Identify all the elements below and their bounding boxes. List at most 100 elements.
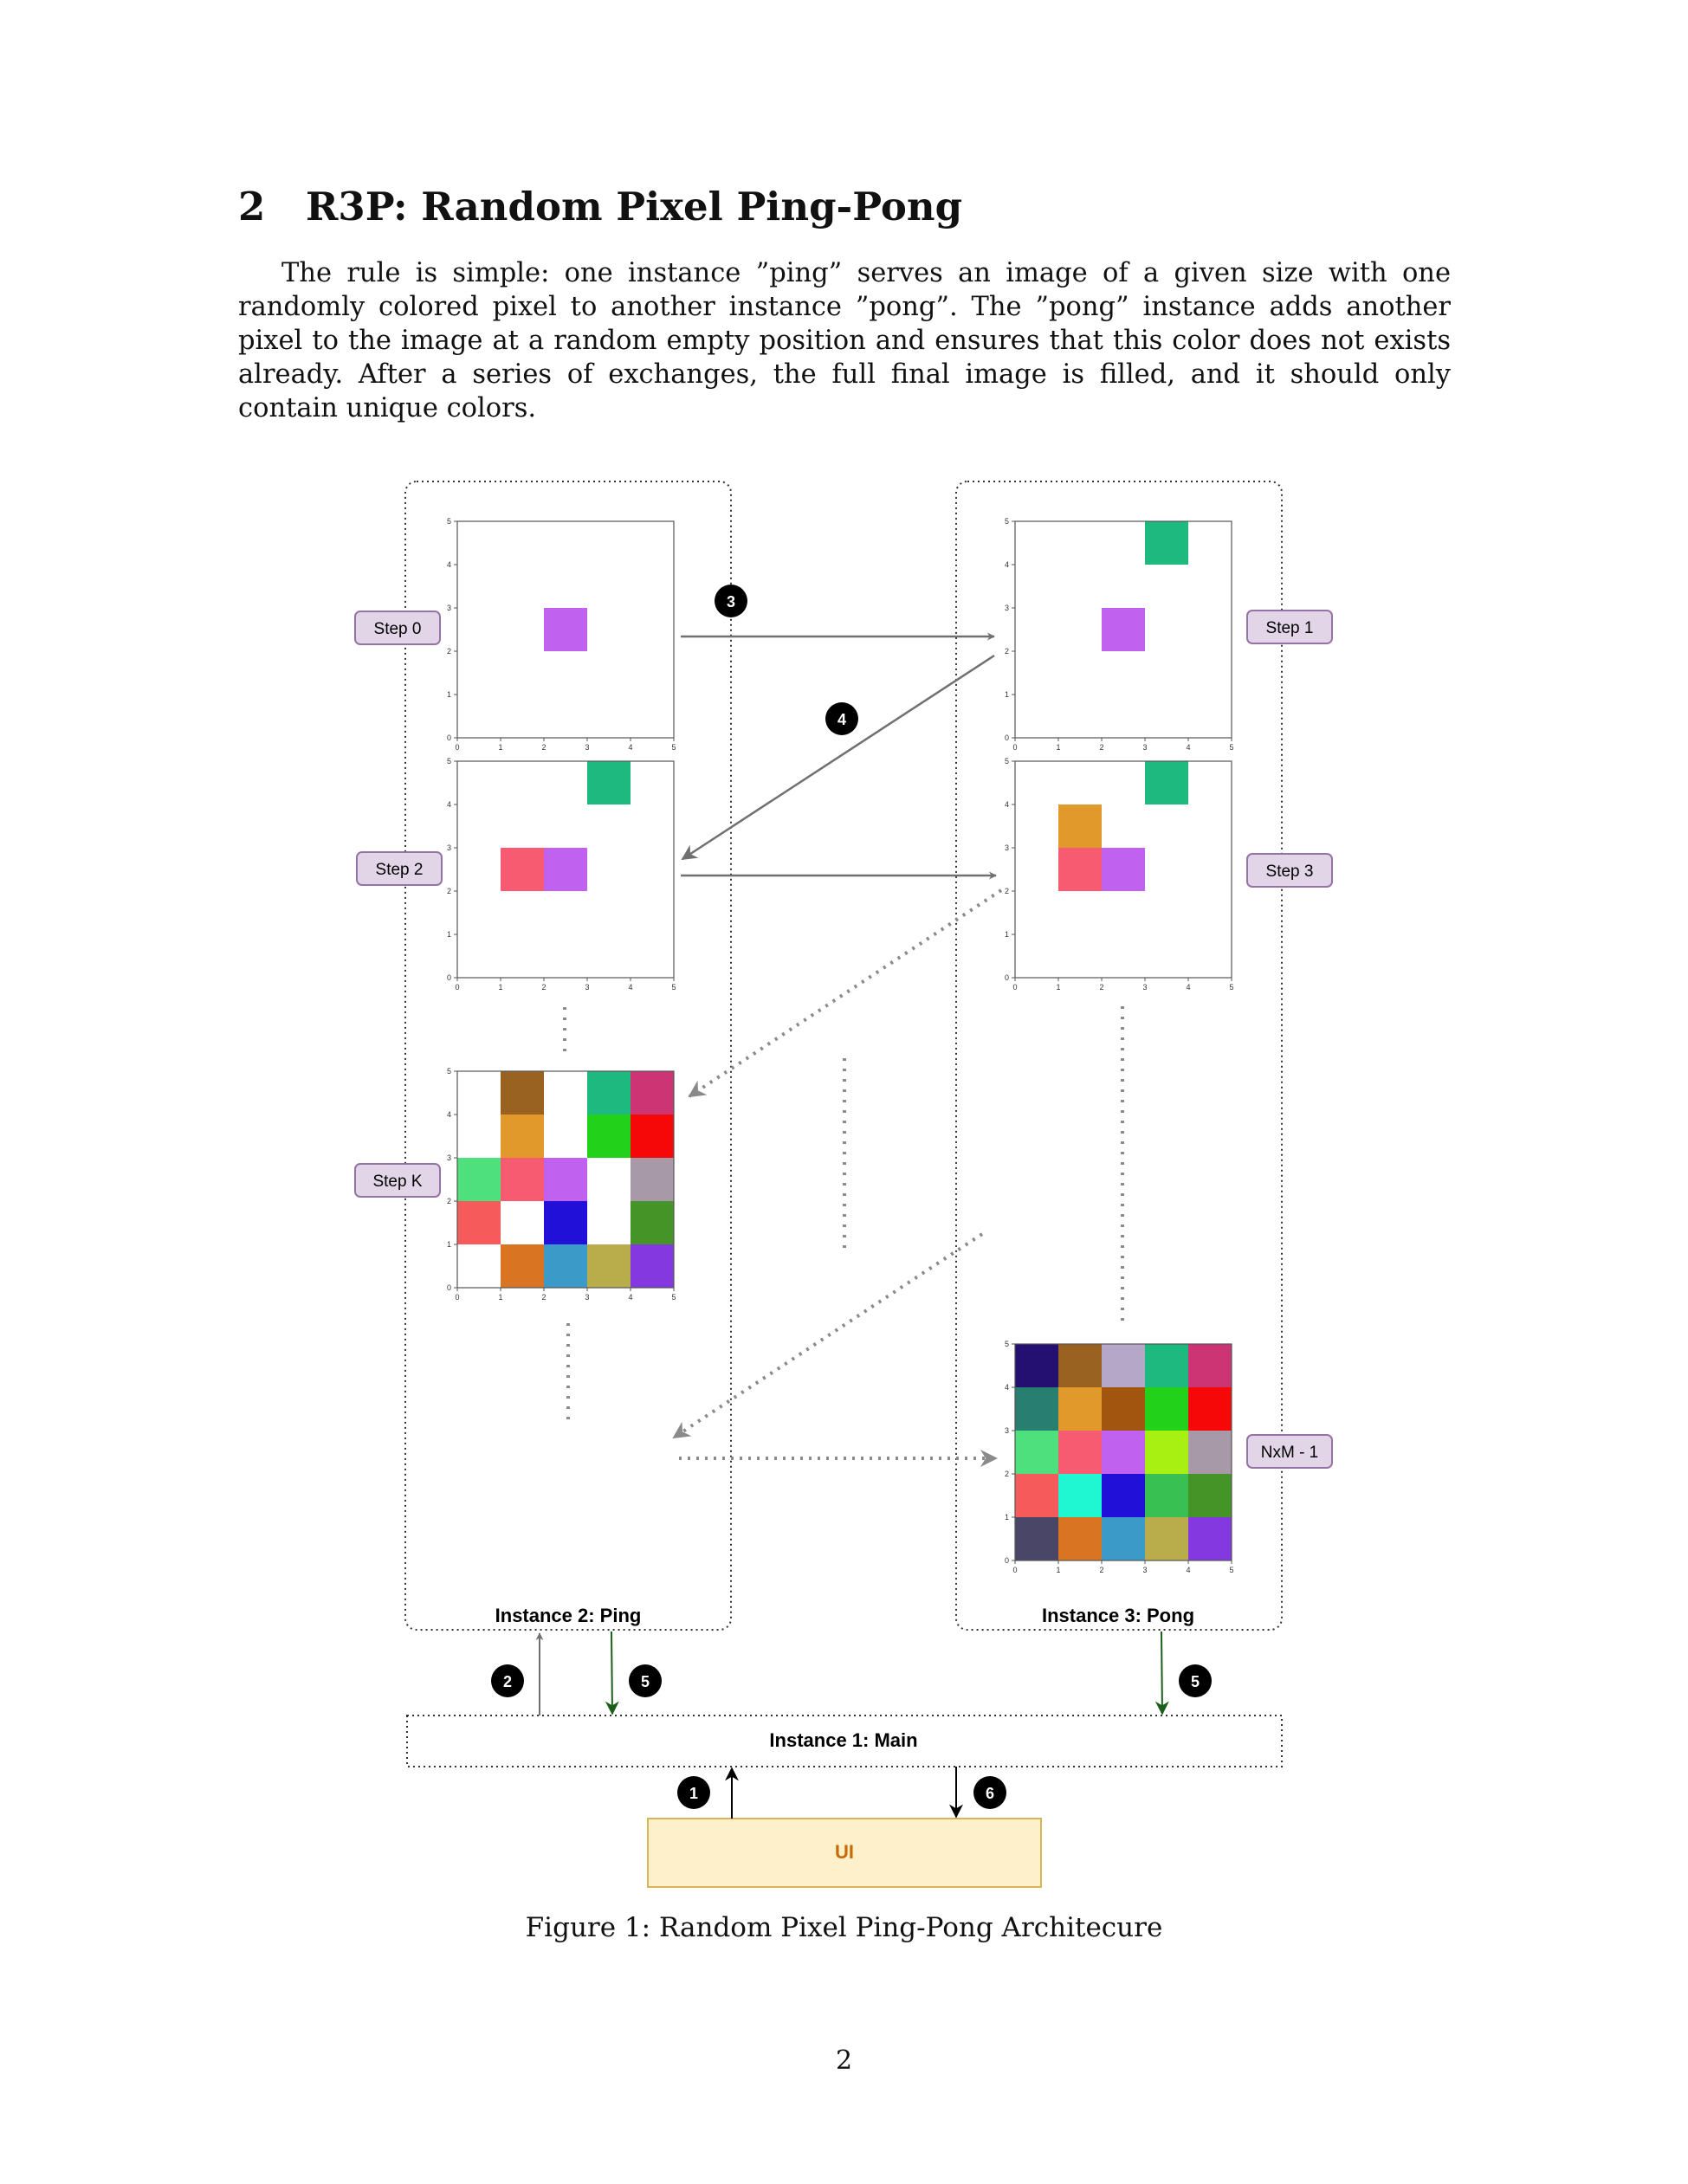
pixel-cell xyxy=(1145,1431,1188,1474)
pixel-cell xyxy=(1145,1344,1188,1387)
step-label-3-text: Step 3 xyxy=(1266,863,1314,881)
y-tick-label: 5 xyxy=(447,1067,451,1076)
y-tick-label: 3 xyxy=(447,604,451,612)
x-tick-label: 0 xyxy=(455,983,459,992)
x-tick-label: 4 xyxy=(1186,1566,1190,1574)
y-tick-label: 2 xyxy=(1005,887,1009,895)
step-label-k: Step K xyxy=(354,1163,441,1198)
pixel-cell xyxy=(1102,1517,1145,1560)
y-tick-label: 0 xyxy=(447,733,451,742)
badge-1: 1 xyxy=(677,1776,710,1809)
step-label-k-text: Step K xyxy=(372,1173,422,1191)
pixel-cell xyxy=(1015,1344,1058,1387)
x-tick-label: 3 xyxy=(1142,983,1147,992)
y-tick-label: 2 xyxy=(447,887,451,895)
step-label-final: NxM - 1 xyxy=(1246,1434,1333,1469)
pixel-cell xyxy=(1102,1431,1145,1474)
x-tick-label: 3 xyxy=(585,743,589,752)
page-number: 2 xyxy=(835,2045,853,2076)
pixel-cell xyxy=(1102,1474,1145,1517)
pixel-cell xyxy=(1058,804,1102,848)
pixel-cell xyxy=(1058,1344,1102,1387)
x-tick-label: 0 xyxy=(1012,743,1017,752)
pixel-cell xyxy=(1058,1474,1102,1517)
pixel-cell xyxy=(1102,1344,1145,1387)
ping-instance-label: Instance 2: Ping xyxy=(495,1605,642,1626)
y-tick-label: 4 xyxy=(1005,1383,1009,1392)
x-tick-label: 3 xyxy=(1142,1566,1147,1574)
plot-frame xyxy=(456,520,675,739)
ui-box xyxy=(647,1818,1042,1888)
dotted-arrow-to-ping xyxy=(672,1232,984,1439)
y-tick-label: 5 xyxy=(1005,757,1009,766)
badge-4: 4 xyxy=(825,702,858,735)
pixel-cell xyxy=(631,1244,674,1288)
pixel-cell xyxy=(1145,521,1188,565)
pixel-cell xyxy=(544,1158,587,1201)
badge-3-text: 3 xyxy=(727,593,735,611)
pixel-cell xyxy=(1015,1474,1058,1517)
x-tick-label: 5 xyxy=(1229,983,1233,992)
y-tick-label: 5 xyxy=(447,517,451,526)
y-tick-label: 1 xyxy=(1005,930,1009,939)
pixel-cell xyxy=(1015,1387,1058,1431)
x-tick-label: 3 xyxy=(585,983,589,992)
pixel-cell xyxy=(1188,1431,1232,1474)
pong-instance-box xyxy=(955,481,1283,1631)
x-tick-label: 1 xyxy=(498,1293,502,1302)
pixel-cell xyxy=(587,1244,631,1288)
pixel-cell xyxy=(457,1158,501,1201)
pixel-cell xyxy=(631,1071,674,1115)
y-tick-label: 4 xyxy=(447,1110,451,1119)
plot-frame xyxy=(1014,520,1232,739)
pixel-cell xyxy=(1188,1344,1232,1387)
y-tick-label: 4 xyxy=(447,560,451,569)
pixel-cell xyxy=(1015,1431,1058,1474)
ui-label: UI xyxy=(835,1841,854,1863)
pixel-cell xyxy=(1188,1517,1232,1560)
pixel-cell xyxy=(631,1115,674,1158)
dotted-arrow-step3-to-stepk xyxy=(688,888,1003,1098)
badge-6-text: 6 xyxy=(986,1785,994,1802)
pixel-cell xyxy=(1145,1387,1188,1431)
arrow-ping-to-main xyxy=(605,1631,619,1716)
pixel-cell xyxy=(501,1115,544,1158)
y-tick-label: 5 xyxy=(447,757,451,766)
step-label-2: Step 2 xyxy=(356,851,443,886)
y-tick-label: 0 xyxy=(1005,973,1009,982)
badge-5-pong-text: 5 xyxy=(1191,1673,1200,1690)
y-tick-label: 3 xyxy=(1005,604,1009,612)
step-label-0-text: Step 0 xyxy=(374,620,422,638)
pixel-cell xyxy=(1145,761,1188,804)
badge-1-text: 1 xyxy=(689,1785,698,1802)
badge-2-text: 2 xyxy=(503,1673,512,1690)
y-tick-label: 3 xyxy=(1005,843,1009,852)
main-instance-label: Instance 1: Main xyxy=(769,1729,917,1751)
pixel-cell xyxy=(544,608,587,651)
x-tick-label: 4 xyxy=(1186,983,1190,992)
x-tick-label: 5 xyxy=(1229,743,1233,752)
step-label-3: Step 3 xyxy=(1246,853,1333,888)
pixel-cell xyxy=(501,848,544,891)
x-tick-label: 5 xyxy=(1229,1566,1233,1574)
pixel-cell xyxy=(1102,848,1145,891)
pixel-cell xyxy=(544,848,587,891)
pixel-cell xyxy=(1188,1387,1232,1431)
x-tick-label: 2 xyxy=(1099,743,1103,752)
pixel-cell xyxy=(544,1201,587,1244)
badge-5-ping-text: 5 xyxy=(641,1673,650,1690)
x-tick-label: 2 xyxy=(1099,1566,1103,1574)
pixel-cell xyxy=(1145,1517,1188,1560)
pixel-cell xyxy=(587,761,631,804)
y-tick-label: 3 xyxy=(447,843,451,852)
main-instance-box xyxy=(406,1715,1283,1767)
pixel-cell xyxy=(587,1071,631,1115)
x-tick-label: 1 xyxy=(1056,743,1060,752)
x-tick-label: 0 xyxy=(455,1293,459,1302)
pixel-cell xyxy=(1102,1387,1145,1431)
